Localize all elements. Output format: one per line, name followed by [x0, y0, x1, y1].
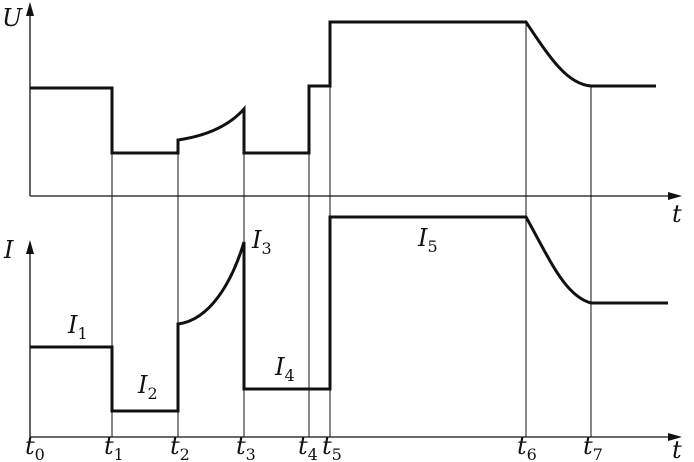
lower-y-arrow [26, 240, 34, 254]
upper-y-arrow [26, 2, 34, 16]
lower-y-label: I [3, 236, 14, 264]
current-label-i5: I5 [417, 224, 438, 256]
upper-y-label: U [2, 4, 23, 32]
time-label-t1: t1 [104, 432, 124, 462]
upper-axes: U t [2, 2, 682, 228]
upper-t-arrow [668, 192, 682, 200]
current-label-i1: I1 [67, 311, 88, 343]
current-label-i3: I3 [251, 226, 272, 258]
current-waveform [30, 215, 668, 413]
time-marker-labels: t0 t1 t2 t3 t4 t5 t6 t7 [25, 432, 603, 462]
current-label-i2: I2 [137, 371, 158, 403]
voltage-waveform [30, 20, 656, 155]
time-label-t4: t4 [298, 432, 318, 462]
time-label-t5: t5 [322, 432, 342, 462]
time-label-t2: t2 [170, 432, 190, 462]
time-label-t3: t3 [236, 432, 256, 462]
current-label-i4: I4 [274, 353, 295, 385]
time-label-t7: t7 [583, 432, 603, 462]
time-guide-lines [111, 22, 592, 437]
lower-t-arrow [668, 433, 682, 441]
upper-t-label: t [672, 200, 682, 228]
time-label-t0: t0 [25, 432, 45, 462]
lower-t-label: t [672, 436, 682, 462]
current-labels: I1 I2 I3 I4 I5 [67, 224, 438, 403]
time-label-t6: t6 [517, 432, 537, 462]
lower-axes: I t [3, 236, 682, 462]
